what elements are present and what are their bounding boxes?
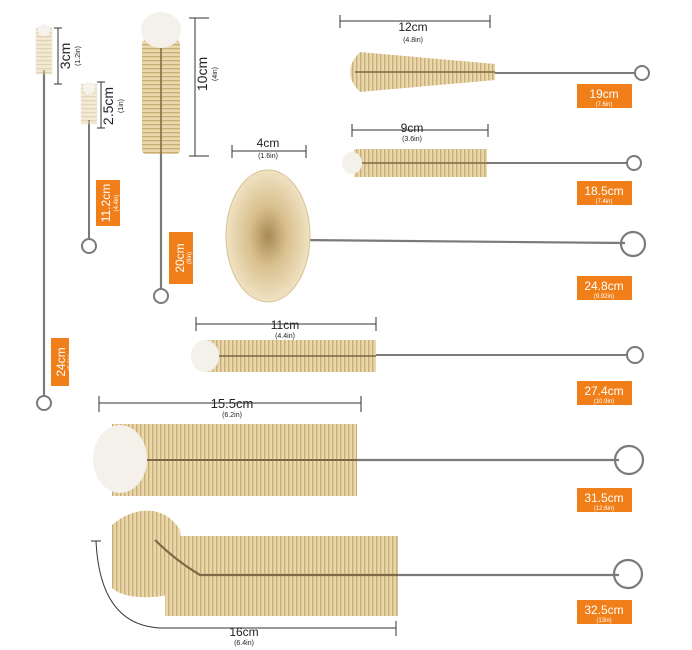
brush-3-len-sub: (8in): [187, 252, 193, 264]
brush-1-tip: [38, 24, 50, 36]
brush-5-dim-main: 9cm: [401, 121, 424, 135]
brush-3-dim-main: 10cm: [194, 57, 210, 91]
brush-1-length-badge: [51, 338, 69, 386]
brush-9-len-main: 32.5cm: [584, 603, 623, 617]
brush-9: 16cm (6.4in) 32.5cm (13in): [91, 510, 644, 647]
brush-7-length-badge: [577, 381, 632, 405]
brush-6: 4cm (1.6in) 24.8cm (9.92in): [225, 136, 647, 303]
brush-9-dim-main: 16cm: [229, 625, 258, 639]
brush-9-dim-line: [95, 540, 396, 629]
brush-2-dim-sub: (1in): [118, 99, 125, 113]
brush-9-len-sub: (13in): [596, 618, 611, 624]
brush-6-length-badge: [577, 276, 632, 300]
brush-1-len-main: 24cm: [54, 347, 68, 376]
brush-9-length-badge: [577, 600, 632, 624]
brush-6-dim-sub: (1.6in): [258, 153, 278, 160]
brush-5-length-badge: [577, 181, 632, 205]
brush-1-len-sub: (9.6in): [68, 353, 74, 370]
brush-4-len-sub: (7.6in): [595, 102, 612, 108]
brush-1: 3cm (1.2in) 24cm (9.6in): [35, 24, 82, 411]
brush-1-dim-sub: (1.2in): [75, 46, 82, 66]
brush-9-dim-sub: (6.4in): [234, 640, 254, 647]
brush-7: 11cm (4.4in) 27.4cm (10.9in): [191, 317, 644, 405]
brush-3-tip: [141, 12, 181, 48]
brush-4-length-badge: [577, 84, 632, 108]
brush-5-len-sub: (7.4in): [595, 199, 612, 205]
brush-8-tip: [93, 425, 147, 493]
brush-5-len-main: 18.5cm: [584, 184, 623, 198]
brush-2-loop: [81, 238, 97, 254]
brush-2: 2.5cm (1in) 11.2cm (4.4in): [80, 81, 125, 254]
brush-8-len-main: 31.5cm: [584, 491, 623, 505]
brush-2-len-main: 11.2cm: [99, 184, 113, 222]
brush-7-len-sub: (10.9in): [594, 399, 614, 405]
brush-9-bent-end: [112, 510, 185, 598]
brush-3-len-main: 20cm: [173, 243, 187, 272]
brush-6-len-sub: (9.92in): [594, 294, 614, 300]
brush-4-len-main: 19cm: [589, 87, 618, 101]
brush-4: 12cm (4.8in) 19cm (7.6in): [339, 15, 650, 108]
brush-8-len-sub: (12.6in): [594, 506, 614, 512]
brush-5-dim-sub: (3.6in): [402, 136, 422, 143]
brush-4-dim-main: 12cm: [398, 20, 427, 34]
brush-8-dim-main: 15.5cm: [211, 396, 254, 411]
brush-3-loop: [153, 288, 169, 304]
brush-8: 15.5cm (6.2in) 31.5cm (12.6in): [93, 396, 645, 512]
brush-7-dim-sub: (4.4in): [275, 333, 295, 340]
brush-3: 10cm (4in) 20cm (8in): [141, 12, 219, 304]
brush-2-length-badge: [96, 180, 120, 226]
brush-8-dim-sub: (6.2in): [222, 412, 242, 419]
brush-1-dim-main: 3cm: [57, 43, 73, 69]
brush-8-length-badge: [577, 488, 632, 512]
brush-3-length-badge: [169, 232, 193, 284]
brush-6-dim-main: 4cm: [257, 136, 280, 150]
brush-2-len-sub: (4.4in): [114, 194, 120, 211]
brush-4-dim-sub: (4.8in): [403, 37, 423, 44]
brush-1-loop: [36, 395, 52, 411]
brush-6-head: [225, 169, 311, 303]
brush-7-len-main: 27.4cm: [584, 384, 623, 398]
brush-5: 9cm (3.6in) 18.5cm (7.4in): [342, 121, 642, 205]
brush-6-len-main: 24.8cm: [584, 279, 623, 293]
brush-3-dim-sub: (4in): [212, 67, 219, 81]
brush-7-dim-main: 11cm: [271, 318, 299, 332]
brush-6-wire: [299, 238, 626, 245]
brush-2-dim-main: 2.5cm: [100, 87, 116, 125]
